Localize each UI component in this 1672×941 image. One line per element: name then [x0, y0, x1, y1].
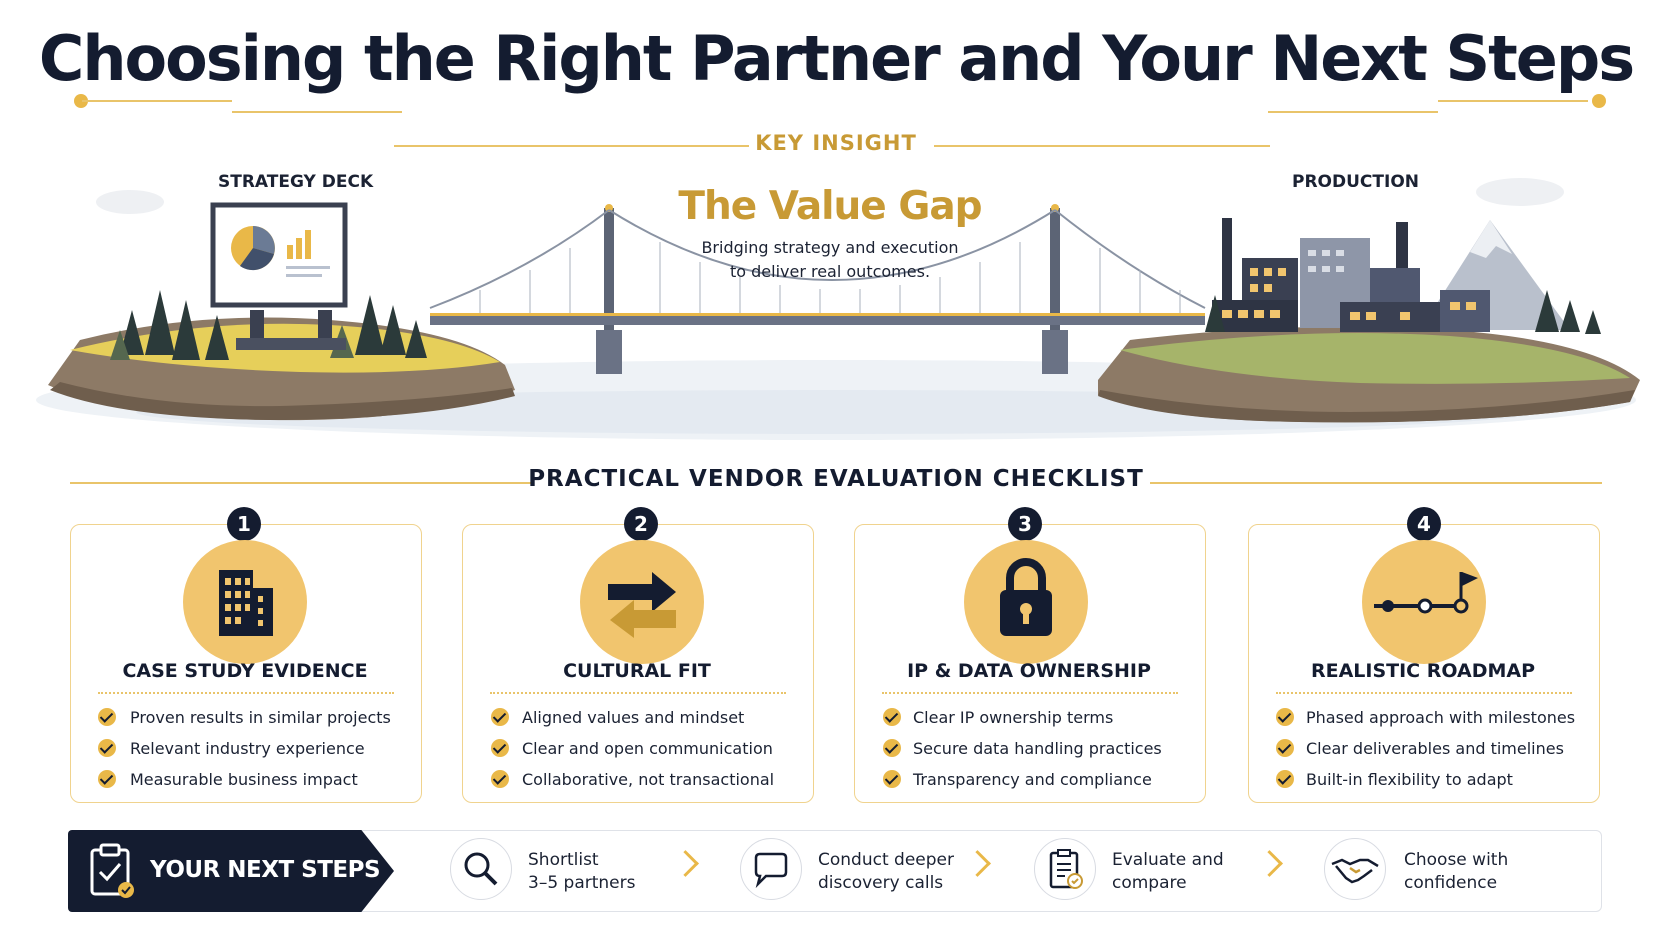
card-title-cultural-fit: CULTURAL FIT	[563, 660, 711, 682]
step-2-line-2: discovery calls	[818, 873, 944, 893]
card-title-roadmap: REALISTIC ROADMAP	[1310, 660, 1536, 682]
check-icon	[98, 739, 116, 757]
key-insight-label: KEY INSIGHT	[755, 131, 917, 155]
padlock-icon	[1000, 558, 1052, 636]
step-1-text: Shortlist 3–5 partners	[528, 849, 635, 895]
title-decoration-line-right-lower	[1268, 111, 1438, 113]
strategy-deck-label: STRATEGY DECK	[218, 172, 374, 192]
card-2-item-3: Collaborative, not transactional	[522, 770, 775, 789]
check-icon	[883, 708, 901, 726]
card-rule-2	[490, 692, 786, 694]
card-number-2: 2	[624, 507, 658, 541]
checklist-rule-right	[1150, 482, 1602, 484]
title-decoration-line-left	[82, 100, 232, 102]
card-3-item-3: Transparency and compliance	[913, 770, 1152, 789]
step-3-line-2: compare	[1112, 873, 1187, 893]
card-3-item-1: Clear IP ownership terms	[913, 708, 1114, 727]
step-3-text: Evaluate and compare	[1112, 849, 1224, 895]
check-icon	[491, 770, 509, 788]
step-2-text: Conduct deeper discovery calls	[818, 849, 954, 895]
step-1-icon-circle	[450, 838, 512, 900]
title-decoration-line-right	[1438, 100, 1588, 102]
value-gap-subtitle-line-1: Bridging strategy and execution	[701, 238, 959, 257]
card-title-ip-data: IP & DATA OWNERSHIP	[907, 660, 1151, 682]
title-decoration-line-left-lower	[232, 111, 402, 113]
production-label: PRODUCTION	[1292, 172, 1419, 192]
card-4-item-1: Phased approach with milestones	[1306, 708, 1576, 727]
card-3-item-2: Secure data handling practices	[913, 739, 1162, 758]
check-icon	[98, 708, 116, 726]
card-4-item-3: Built-in flexibility to adapt	[1306, 770, 1513, 789]
value-gap-subtitle-line-2: to deliver real outcomes.	[729, 262, 931, 281]
check-icon	[1276, 770, 1294, 788]
step-4-icon-circle	[1324, 838, 1386, 900]
check-icon	[98, 770, 116, 788]
value-gap-subtitle: Bridging strategy and execution to deliv…	[620, 236, 1040, 284]
card-number-3: 3	[1008, 507, 1042, 541]
value-gap-heading: The Value Gap	[678, 184, 982, 229]
key-insight-rule-left	[394, 145, 749, 147]
step-3-line-1: Evaluate and	[1112, 850, 1224, 870]
speech-bubble-icon	[754, 852, 788, 888]
value-gap-bridge-illustration	[36, 178, 1640, 440]
check-icon	[491, 708, 509, 726]
step-1-line-2: 3–5 partners	[528, 873, 636, 893]
step-2-icon-circle	[740, 838, 802, 900]
check-icon	[883, 770, 901, 788]
card-1-item-3: Measurable business impact	[130, 770, 358, 789]
title-decoration-dot-left	[74, 94, 88, 108]
step-4-text: Choose with confidence	[1404, 849, 1508, 895]
exchange-arrows-icon	[608, 572, 676, 638]
card-rule-1	[98, 692, 394, 694]
check-icon	[1276, 739, 1294, 757]
page-title: Choosing the Right Partner and Your Next…	[38, 22, 1635, 95]
card-title-case-study: CASE STUDY EVIDENCE	[122, 660, 368, 682]
next-steps-label: YOUR NEXT STEPS	[150, 857, 381, 883]
check-icon	[1276, 708, 1294, 726]
card-1-item-2: Relevant industry experience	[130, 739, 365, 758]
card-rule-4	[1276, 692, 1572, 694]
card-2-item-1: Aligned values and mindset	[522, 708, 745, 727]
card-1-item-1: Proven results in similar projects	[130, 708, 391, 727]
title-decoration-dot-right	[1592, 94, 1606, 108]
key-insight-rule-right	[934, 145, 1270, 147]
step-2-line-1: Conduct deeper	[818, 850, 954, 870]
card-number-1: 1	[227, 507, 261, 541]
next-steps-banner	[68, 830, 394, 912]
card-rule-3	[882, 692, 1178, 694]
card-number-4: 4	[1407, 507, 1441, 541]
roadmap-flag-icon	[1374, 572, 1478, 614]
checklist-rule-left	[70, 482, 534, 484]
card-icon-circle-2	[580, 540, 704, 664]
checklist-title: PRACTICAL VENDOR EVALUATION CHECKLIST	[528, 466, 1144, 492]
checklist-icon	[1049, 849, 1083, 889]
step-4-line-1: Choose with	[1404, 850, 1509, 870]
card-2-item-2: Clear and open communication	[522, 739, 773, 758]
handshake-icon	[1331, 858, 1379, 884]
clipboard-check-icon	[90, 843, 134, 898]
step-4-line-2: confidence	[1404, 873, 1498, 893]
card-4-item-2: Clear deliverables and timelines	[1306, 739, 1564, 758]
building-icon	[219, 570, 273, 636]
check-icon	[491, 739, 509, 757]
magnifier-icon	[464, 852, 498, 886]
step-1-line-1: Shortlist	[528, 850, 599, 870]
check-icon	[883, 739, 901, 757]
